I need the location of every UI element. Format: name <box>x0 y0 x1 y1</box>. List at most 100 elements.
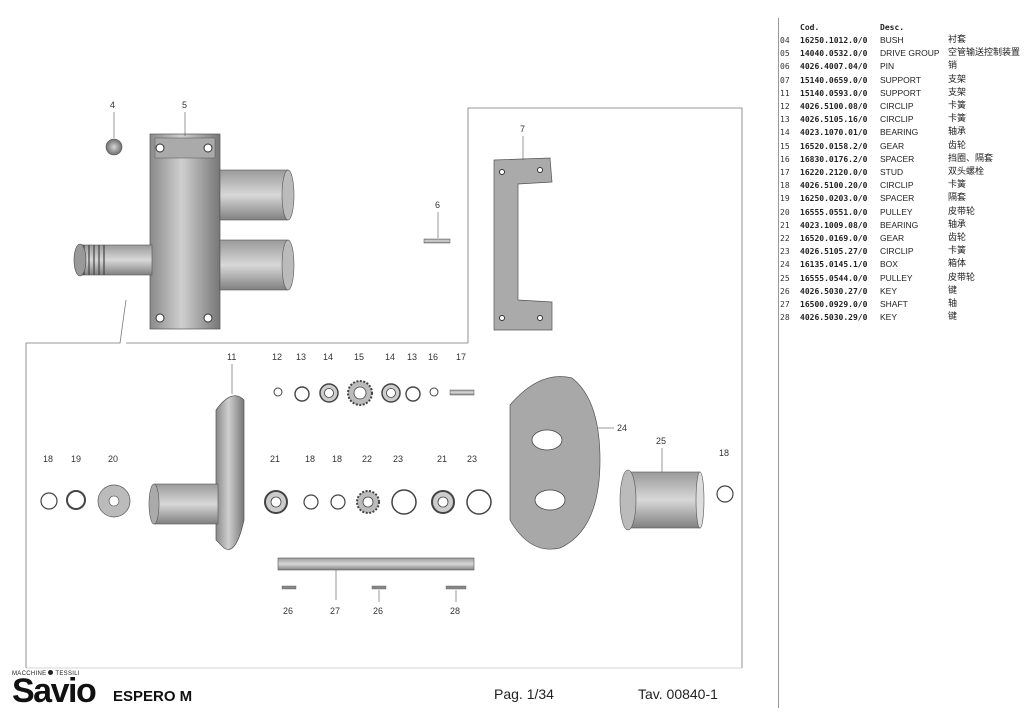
part-4-bush <box>105 138 123 156</box>
cell-pos: 06 <box>780 62 790 72</box>
callout-15: 15 <box>354 352 365 362</box>
cell-cn: 销 <box>948 61 958 72</box>
page-number: Pag. 1/34 <box>494 686 554 702</box>
cell-code: 14040.0532.0/0 <box>800 49 868 59</box>
cell-pos: 26 <box>780 286 790 296</box>
cell-cn: 齿轮 <box>948 233 967 244</box>
callout-13b: 13 <box>407 352 418 362</box>
cell-pos: 05 <box>780 49 790 59</box>
cell-pos: 28 <box>780 313 790 323</box>
callout-18c: 18 <box>332 454 343 464</box>
cell-cn: 齿轮 <box>948 140 967 151</box>
cell-code: 16520.0169.0/0 <box>800 234 868 244</box>
cell-desc: SUPPORT <box>880 74 921 85</box>
part-15-gear <box>347 380 373 406</box>
cell-desc: SPACER <box>880 153 915 164</box>
callout-28: 28 <box>450 606 461 616</box>
cell-code: 4026.5105.27/0 <box>800 247 868 257</box>
cell-code: 15140.0593.0/0 <box>800 88 868 98</box>
detail-frame <box>26 299 127 344</box>
part-26-key <box>281 585 297 590</box>
cell-code: 4026.5030.29/0 <box>800 313 868 323</box>
cell-code: 4026.5100.20/0 <box>800 181 868 191</box>
cell-pos: 13 <box>780 115 790 125</box>
callout-18: 18 <box>43 454 54 464</box>
callout-16: 16 <box>428 352 439 362</box>
cell-desc: SHAFT <box>880 299 908 310</box>
cell-desc: KEY <box>880 312 898 323</box>
callout-25: 25 <box>656 436 667 446</box>
cell-desc: BEARING <box>880 219 919 230</box>
callout-26b: 26 <box>373 606 384 616</box>
part-23b-circlip <box>466 489 492 515</box>
cell-cn: 挡圈、隔套 <box>948 153 994 164</box>
model-name: ESPERO M <box>113 688 193 705</box>
cell-cn: 键 <box>948 285 958 296</box>
cell-code: 16500.0929.0/0 <box>800 300 868 310</box>
cell-cn: 支架 <box>948 87 967 98</box>
cell-cn: 空管输送控制装置 <box>948 48 1021 59</box>
cell-cn: 隔套 <box>948 193 967 204</box>
parts-table-header: Cod. Desc. <box>778 22 1022 34</box>
parts-table-row: 22 16520.0169.0/0 GEAR 齿轮 <box>778 232 1022 245</box>
callout-7: 7 <box>520 124 526 134</box>
cell-cn: 轴承 <box>948 127 967 138</box>
cell-code: 16555.0544.0/0 <box>800 273 868 283</box>
callout-26: 26 <box>283 606 294 616</box>
table-reference: Tav. 00840-1 <box>638 686 718 702</box>
part-18c-circlip <box>330 494 346 510</box>
part-13-circlip <box>294 386 310 402</box>
cell-pos: 27 <box>780 300 790 310</box>
cell-desc: BOX <box>880 259 898 270</box>
cell-desc: GEAR <box>880 140 905 151</box>
cell-cn: 双头螺栓 <box>948 167 985 178</box>
cell-pos: 21 <box>780 220 790 230</box>
cell-code: 4026.5105.16/0 <box>800 115 868 125</box>
cell-desc: SPACER <box>880 193 915 204</box>
cell-code: 16830.0176.2/0 <box>800 154 868 164</box>
cell-desc: GEAR <box>880 233 905 244</box>
brand-name: Savio <box>12 672 97 710</box>
callout-23: 23 <box>393 454 404 464</box>
callout-18b: 18 <box>305 454 316 464</box>
part-27-shaft <box>277 557 475 571</box>
detail-frame-right <box>467 107 743 668</box>
cell-desc: PULLEY <box>880 272 913 283</box>
exploded-view-drawing <box>25 107 743 669</box>
cell-cn: 衬套 <box>948 35 967 45</box>
cell-code: 16250.0203.0/0 <box>800 194 868 204</box>
cell-pos: 07 <box>780 75 790 85</box>
part-16-spacer <box>429 387 439 397</box>
part-20-pulley <box>97 484 131 518</box>
cell-desc: CIRCLIP <box>880 246 914 257</box>
part-11-support <box>148 364 245 550</box>
cell-code: 4026.4007.04/0 <box>800 62 868 72</box>
cell-cn: 皮带轮 <box>948 206 976 217</box>
cell-pos: 22 <box>780 234 790 244</box>
cell-cn: 轴承 <box>948 219 967 230</box>
cell-code: 16555.0551.0/0 <box>800 207 868 217</box>
cell-pos: 12 <box>780 102 790 112</box>
part-17-stud <box>449 389 475 396</box>
callout-21b: 21 <box>437 454 448 464</box>
cell-cn: 皮带轮 <box>948 272 976 283</box>
cell-code: 16250.1012.0/0 <box>800 36 868 45</box>
part-12-circlip <box>273 387 283 397</box>
callout-17: 17 <box>456 352 467 362</box>
cell-desc: BUSH <box>880 35 904 45</box>
part-24-box <box>509 376 614 550</box>
